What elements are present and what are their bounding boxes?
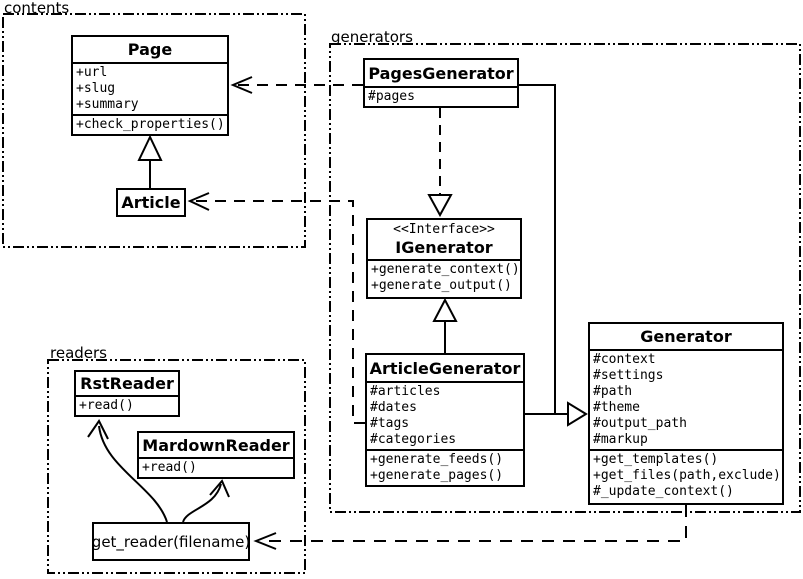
method: +read(): [79, 398, 134, 413]
attribute: #pages: [368, 89, 415, 104]
interface-igenerator: <<Interface>> IGenerator +generate_conte…: [366, 218, 522, 299]
class-article-title: Article: [121, 193, 181, 212]
interface-igenerator-methods: +generate_context() +generate_output(): [368, 259, 520, 297]
attribute: #dates: [370, 400, 417, 415]
class-generator-title: Generator: [640, 327, 732, 346]
package-contents-label: contents: [4, 0, 70, 17]
package-generators-label: generators: [331, 28, 413, 46]
generalization-arrow-articlegenerator-to-igenerator: [432, 297, 458, 353]
class-mardownreader-methods: +read(): [139, 457, 293, 477]
arrow-getreader-to-rstreader: [87, 419, 168, 523]
class-mardownreader-title: MardownReader: [142, 435, 290, 455]
dependency-arrow-pagesgenerator-to-page: [230, 76, 363, 94]
attribute: #articles: [370, 384, 441, 399]
package-readers-frame: [47, 359, 306, 574]
method: +generate_pages(): [370, 468, 504, 483]
attribute: #categories: [370, 432, 457, 447]
class-articlegenerator-title: ArticleGenerator: [369, 358, 521, 378]
get-reader-node: get_reader(filename): [92, 522, 250, 561]
class-rstreader: RstReader +read(): [74, 370, 180, 417]
attribute: #tags: [370, 416, 410, 431]
attribute: +url: [76, 65, 108, 80]
dependency-arrow-articlegenerator-to-article: [187, 192, 365, 424]
class-page: Page +url +slug +summary +check_properti…: [71, 35, 229, 136]
method: +get_templates(): [593, 452, 719, 467]
arrow-getreader-to-mardownreader: [182, 479, 230, 523]
interface-igenerator-header: <<Interface>> IGenerator: [368, 220, 520, 257]
class-pagesgenerator: PagesGenerator #pages: [363, 58, 519, 108]
interface-igenerator-title: IGenerator: [395, 238, 493, 257]
dependency-arrow-generator-to-getreader: [253, 505, 687, 550]
method: +generate_feeds(): [370, 452, 504, 467]
class-page-methods: +check_properties(): [73, 114, 227, 134]
class-pagesgenerator-attributes: #pages: [365, 86, 517, 106]
class-article: Article: [116, 188, 186, 217]
generalization-arrow-article-to-page: [137, 134, 163, 188]
package-generators-frame: [329, 43, 801, 513]
attribute: +summary: [76, 97, 139, 112]
class-generator-methods: +get_templates() +get_files(path,exclude…: [590, 449, 782, 503]
attribute: #path: [593, 384, 633, 399]
interface-stereotype: <<Interface>>: [393, 222, 495, 237]
attribute: #context: [593, 352, 656, 367]
class-page-attributes: +url +slug +summary: [73, 62, 227, 114]
package-readers-label: readers: [50, 344, 107, 362]
attribute: +slug: [76, 81, 116, 96]
class-rstreader-title: RstReader: [80, 374, 174, 393]
class-pagesgenerator-title: PagesGenerator: [368, 63, 514, 83]
class-articlegenerator: ArticleGenerator #articles #dates #tags …: [365, 353, 525, 487]
method: +generate_output(): [371, 278, 512, 293]
attribute: #markup: [593, 432, 648, 447]
class-articlegenerator-methods: +generate_feeds() +generate_pages(): [367, 449, 523, 485]
attribute: #settings: [593, 368, 664, 383]
method: +read(): [142, 460, 197, 475]
method: +check_properties(): [76, 117, 225, 132]
method: +generate_context(): [371, 262, 520, 277]
attribute: #theme: [593, 400, 640, 415]
class-articlegenerator-attributes: #articles #dates #tags #categories: [367, 381, 523, 449]
package-contents-frame: [2, 13, 306, 248]
class-generator-attributes: #context #settings #path #theme #output_…: [590, 349, 782, 449]
class-rstreader-methods: +read(): [76, 395, 178, 415]
generalization-arrows-to-generator: [519, 84, 588, 427]
class-mardownreader: MardownReader +read(): [137, 431, 295, 479]
attribute: #output_path: [593, 416, 687, 431]
class-generator: Generator #context #settings #path #them…: [588, 322, 784, 505]
method: #_update_context(): [593, 484, 734, 499]
method: +get_files(path,exclude): [593, 468, 781, 483]
realization-arrow-pagesgenerator-to-igenerator: [427, 108, 453, 218]
class-page-title: Page: [127, 40, 173, 59]
